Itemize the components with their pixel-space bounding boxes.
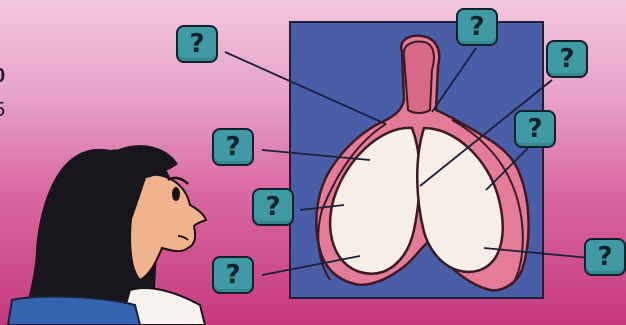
question-marker-7[interactable]: ? — [212, 256, 254, 294]
question-marker-1[interactable]: ? — [176, 25, 218, 63]
question-marker-2[interactable]: ? — [456, 8, 498, 46]
question-marker-8[interactable]: ? — [584, 238, 626, 276]
woman-figure — [8, 145, 206, 325]
question-marker-6[interactable]: ? — [252, 188, 294, 226]
question-marker-4[interactable]: ? — [514, 110, 556, 148]
question-marker-3[interactable]: ? — [546, 40, 588, 78]
question-marker-5[interactable]: ? — [212, 128, 254, 166]
hood-shape — [404, 42, 434, 113]
